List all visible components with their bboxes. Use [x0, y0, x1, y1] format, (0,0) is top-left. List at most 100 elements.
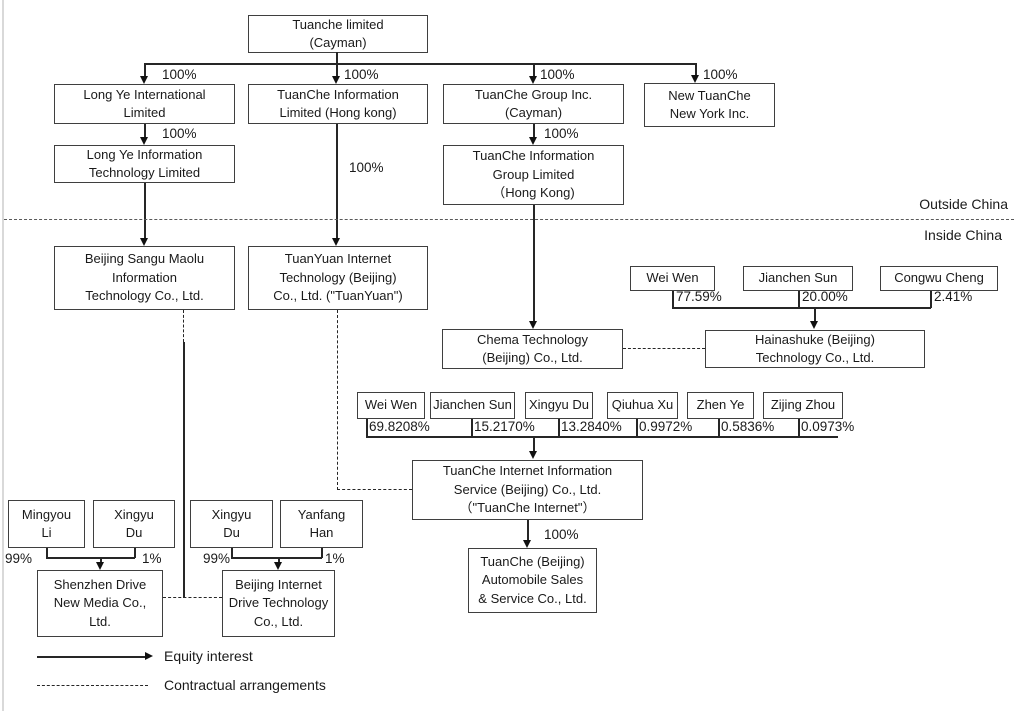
- percent-label-ti-jianchen: 15.2170%: [474, 419, 535, 434]
- percent-label-ti-xingyu: 13.2840%: [561, 419, 622, 434]
- legend-equity-arrowhead: [145, 652, 153, 660]
- node-line: New TuanChe: [668, 87, 751, 103]
- connector-equity-line: [533, 205, 535, 322]
- node-line: Long Ye International: [83, 86, 206, 102]
- node-line: Tuanche limited: [292, 16, 384, 32]
- node-line: Du: [125, 525, 143, 540]
- percent-label-haina-jianchen: 20.00%: [802, 289, 848, 304]
- connector-equity-line: [533, 63, 535, 77]
- node-line: Automobile Sales: [481, 572, 584, 588]
- node-xingyu-shenzhen: Xingyu Du: [93, 500, 175, 548]
- node-line: TuanChe (Beijing): [480, 553, 585, 569]
- node-congwu-cheng: Congwu Cheng: [880, 266, 998, 291]
- node-line: （Hong Kong): [492, 185, 575, 201]
- node-line: Jianchen Sun: [758, 270, 838, 286]
- node-line: Jianchen Sun: [433, 397, 512, 413]
- node-line: Limited: [123, 105, 166, 120]
- node-line: （"TuanChe Internet"）: [459, 500, 596, 516]
- node-beijing-internet-drive: Beijing Internet Drive Technology Co., L…: [222, 570, 335, 637]
- connector-equity-line: [695, 63, 697, 76]
- node-line: TuanChe Information: [472, 148, 595, 164]
- node-tuanche-internet: TuanChe Internet Information Service (Be…: [412, 460, 643, 520]
- arrowhead-down: [529, 76, 537, 84]
- node-line: TuanChe Information: [277, 86, 399, 102]
- percent-label-mingyou: 99%: [5, 551, 33, 566]
- node-tuanche-group: TuanChe Group Inc. (Cayman): [443, 84, 624, 124]
- connector-stub: [471, 419, 473, 437]
- percent-label-haina-congwu: 2.41%: [934, 289, 973, 304]
- node-line: Du: [223, 525, 240, 540]
- arrowhead-down: [529, 321, 537, 329]
- node-mingyou-li: Mingyou Li: [8, 500, 85, 548]
- node-line: Yanfang: [297, 506, 346, 522]
- legend-contractual-line: [37, 685, 148, 686]
- node-line: Mingyou: [21, 506, 72, 522]
- node-line: Zijing Zhou: [770, 397, 836, 413]
- node-line: Beijing Sangu Maolu: [84, 251, 205, 267]
- page-left-edge: [2, 0, 4, 711]
- node-tuanche-infogroup: TuanChe Information Group Limited （Hong …: [443, 145, 624, 205]
- node-zhen-ye: Zhen Ye: [687, 392, 754, 419]
- node-line: (Cayman): [309, 35, 367, 50]
- percent-label-haina-weiwen: 77.59%: [676, 289, 722, 304]
- node-line: Chema Technology: [476, 331, 589, 347]
- node-line: Han: [309, 525, 334, 540]
- connector-equity-line: [144, 63, 146, 77]
- arrowhead-down: [274, 562, 282, 570]
- node-line: TuanChe Group Inc.: [474, 86, 593, 102]
- node-shenzhen-drive: Shenzhen Drive New Media Co., Ltd.: [37, 570, 163, 637]
- node-line: Xingyu Du: [529, 397, 589, 413]
- connector-stub: [636, 419, 638, 437]
- node-xingyu-internet: Xingyu Du: [525, 392, 593, 419]
- percent-label-xingyu-beijing: 99%: [203, 551, 231, 566]
- node-hainashuke: Hainashuke (Beijing) Technology Co., Ltd…: [705, 330, 925, 368]
- percent-label-automobile: 100%: [544, 527, 579, 542]
- connector-equity-line: [336, 63, 338, 77]
- node-weiwen-internet: Wei Wen: [357, 392, 425, 419]
- connector-stub: [134, 548, 136, 558]
- arrowhead-down: [691, 75, 699, 83]
- percent-label-ti-qiuhua: 0.9972%: [639, 419, 693, 434]
- region-label-inside: Inside China: [924, 227, 1002, 243]
- connector-bracket: [231, 557, 322, 559]
- connector-stub: [231, 548, 233, 558]
- node-line: New York Inc.: [669, 106, 750, 121]
- node-automobile-sales: TuanChe (Beijing) Automobile Sales & Ser…: [468, 548, 597, 613]
- node-yanfang-han: Yanfang Han: [280, 500, 363, 548]
- node-line: Wei Wen: [646, 270, 699, 286]
- node-longye-international: Long Ye International Limited: [54, 84, 235, 124]
- connector-equity-line: [533, 124, 535, 138]
- connector-contractual-sangu: [183, 342, 185, 598]
- node-line: Hainashuke (Beijing): [755, 331, 875, 347]
- arrowhead-down: [140, 137, 148, 145]
- percent-label-longye: 100%: [162, 67, 197, 82]
- node-line: Li: [41, 525, 52, 540]
- arrowhead-down: [529, 451, 537, 459]
- node-line: (Beijing) Co., Ltd.: [482, 350, 583, 365]
- node-line: & Service Co., Ltd.: [478, 590, 587, 606]
- percent-label-longye-infotech: 100%: [162, 126, 197, 141]
- node-line: (Cayman): [504, 105, 563, 120]
- connector-stub: [46, 548, 48, 558]
- connector-stub: [672, 291, 674, 308]
- connector-contractual-sangu: [183, 310, 184, 342]
- legend-equity-label: Equity interest: [164, 648, 253, 664]
- connector-equity-line: [336, 124, 338, 239]
- node-new-tuanche: New TuanChe New York Inc.: [644, 83, 775, 127]
- node-line: Wei Wen: [364, 397, 418, 413]
- node-longye-infotech: Long Ye Information Technology Limited: [54, 145, 235, 183]
- arrowhead-down: [332, 238, 340, 246]
- node-xingyu-beijing: Xingyu Du: [190, 500, 273, 548]
- connector-bracket: [366, 436, 838, 438]
- connector-contractual-tuanyuan: [337, 310, 338, 490]
- node-line: Technology (Beijing): [279, 269, 397, 285]
- node-tuanyuan: TuanYuan Internet Technology (Beijing) C…: [248, 246, 428, 310]
- connector-stub: [558, 419, 560, 437]
- node-line: Congwu Cheng: [894, 270, 984, 286]
- arrowhead-down: [332, 76, 340, 84]
- node-tuanche-information: TuanChe Information Limited (Hong kong): [248, 84, 428, 124]
- node-line: Beijing Internet: [235, 576, 322, 592]
- connector-equity-line: [144, 183, 146, 239]
- node-line: Ltd.: [89, 613, 111, 629]
